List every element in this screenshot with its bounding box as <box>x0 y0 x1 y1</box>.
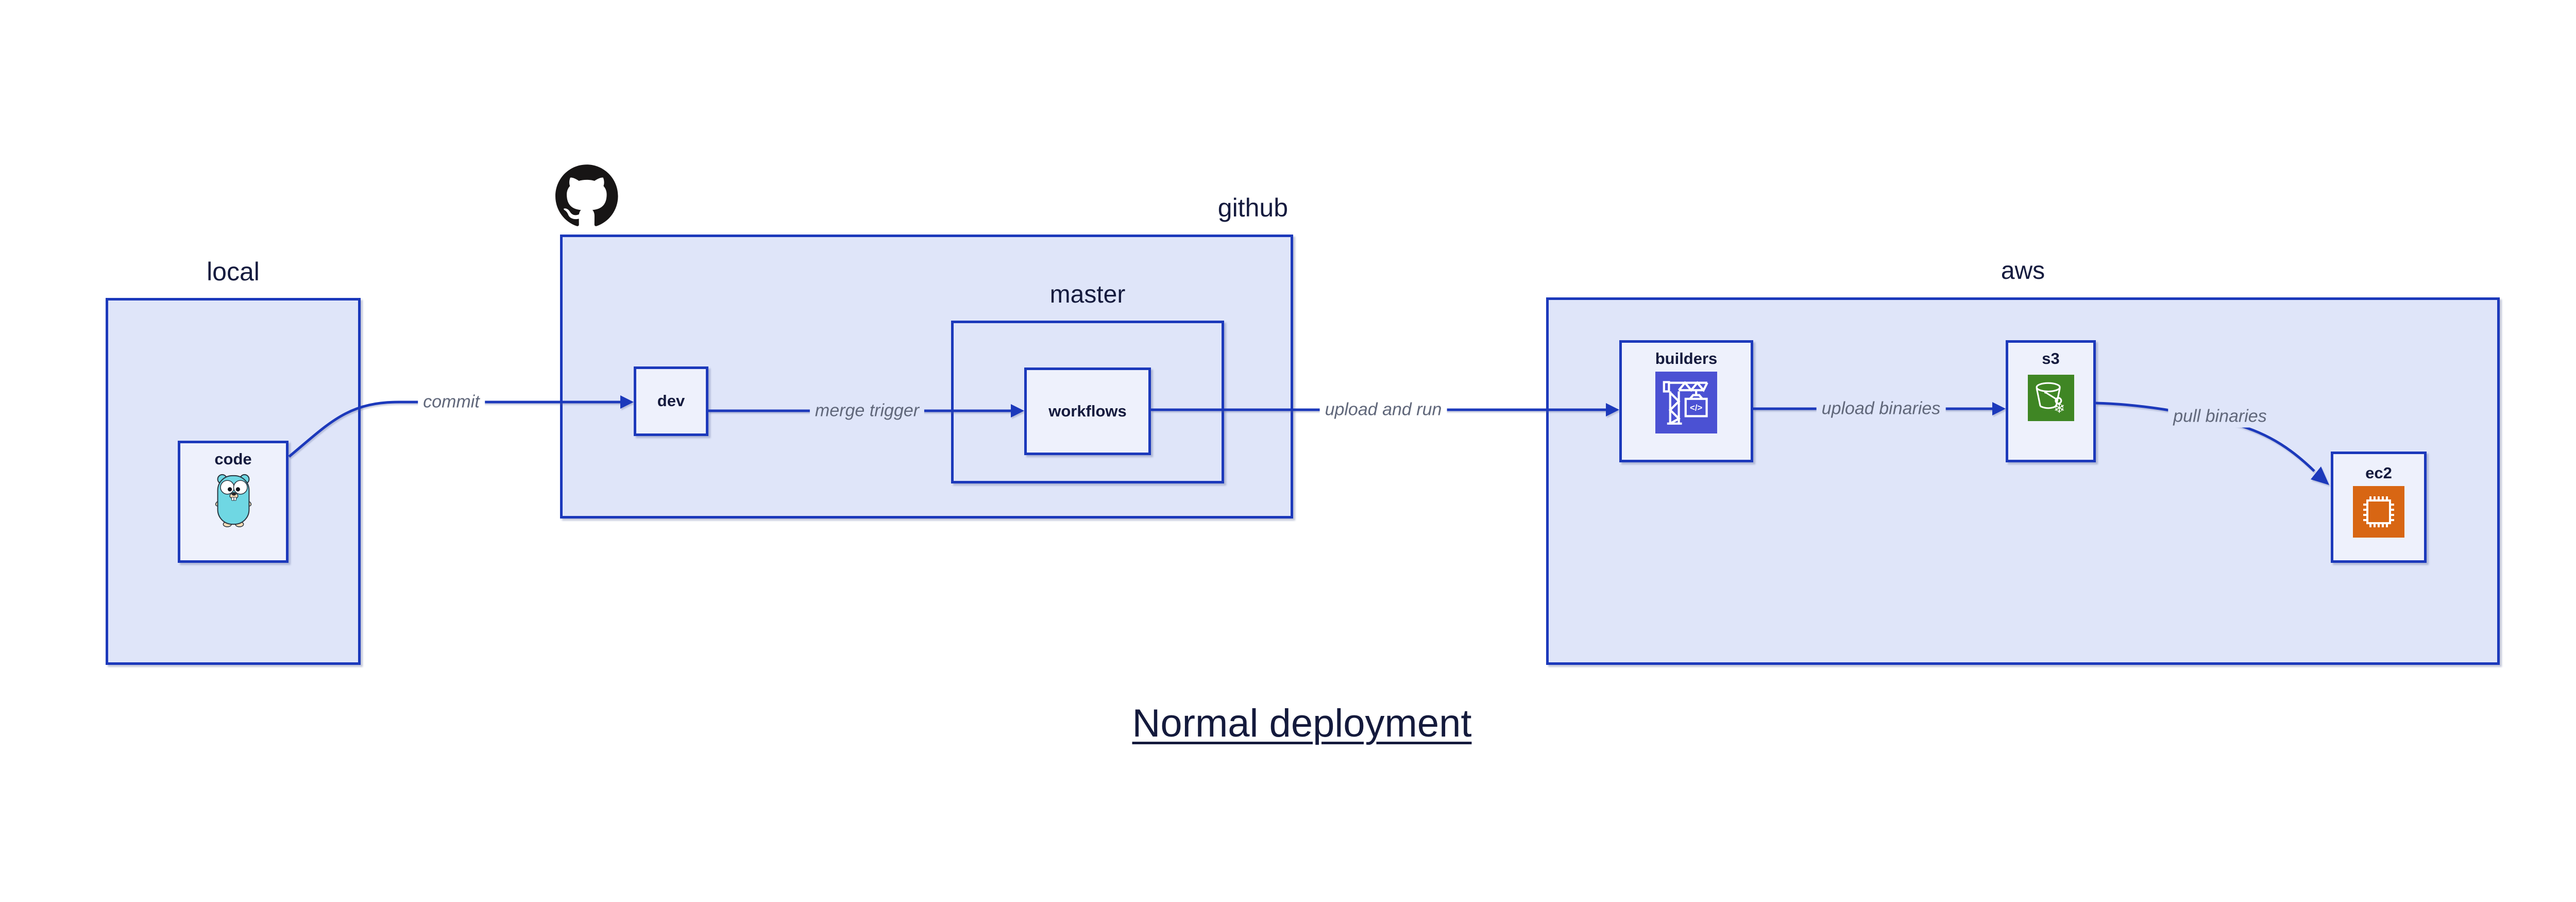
diagram-title: Normal deployment <box>1132 701 1472 745</box>
node-ec2: ec2 <box>2331 452 2427 563</box>
local-group-label: local <box>207 257 260 286</box>
edge-label-pull-binaries: pull binaries <box>2168 405 2272 428</box>
edge-label-merge-trigger: merge trigger <box>809 399 925 422</box>
glacier-snowflake-glyph: ❄ <box>2053 400 2065 416</box>
github-group-label: github <box>1217 193 1288 222</box>
github-octocat-logo-icon <box>555 164 618 227</box>
edge-label-upload-binaries: upload binaries <box>1816 397 1946 420</box>
master-group-label: master <box>1049 281 1126 308</box>
aws-group-label: aws <box>2001 257 2045 285</box>
edge-label-upload-and-run: upload and run <box>1319 398 1447 421</box>
node-dev: dev <box>634 366 708 436</box>
s3-glacier-bucket-icon: ❄ <box>2027 375 2074 422</box>
code-node-label: code <box>214 450 252 468</box>
builders-node-label: builders <box>1655 349 1718 368</box>
crane-container-code-glyph: </> <box>1690 403 1702 413</box>
ec2-node-label: ec2 <box>2365 464 2392 482</box>
edge-label-commit: commit <box>418 391 485 413</box>
node-builders: builders </> <box>1619 340 1753 462</box>
dev-node-label: dev <box>657 392 685 410</box>
s3-node-label: s3 <box>2042 349 2060 368</box>
go-gopher-icon <box>215 474 251 527</box>
node-s3: s3 ❄ <box>2006 340 2096 462</box>
node-code: code <box>178 441 289 563</box>
workflows-node-label: workflows <box>1048 402 1127 420</box>
node-workflows: workflows <box>1024 368 1151 455</box>
codebuild-crane-icon: </> <box>1655 372 1717 434</box>
ec2-chip-icon <box>2353 486 2404 538</box>
